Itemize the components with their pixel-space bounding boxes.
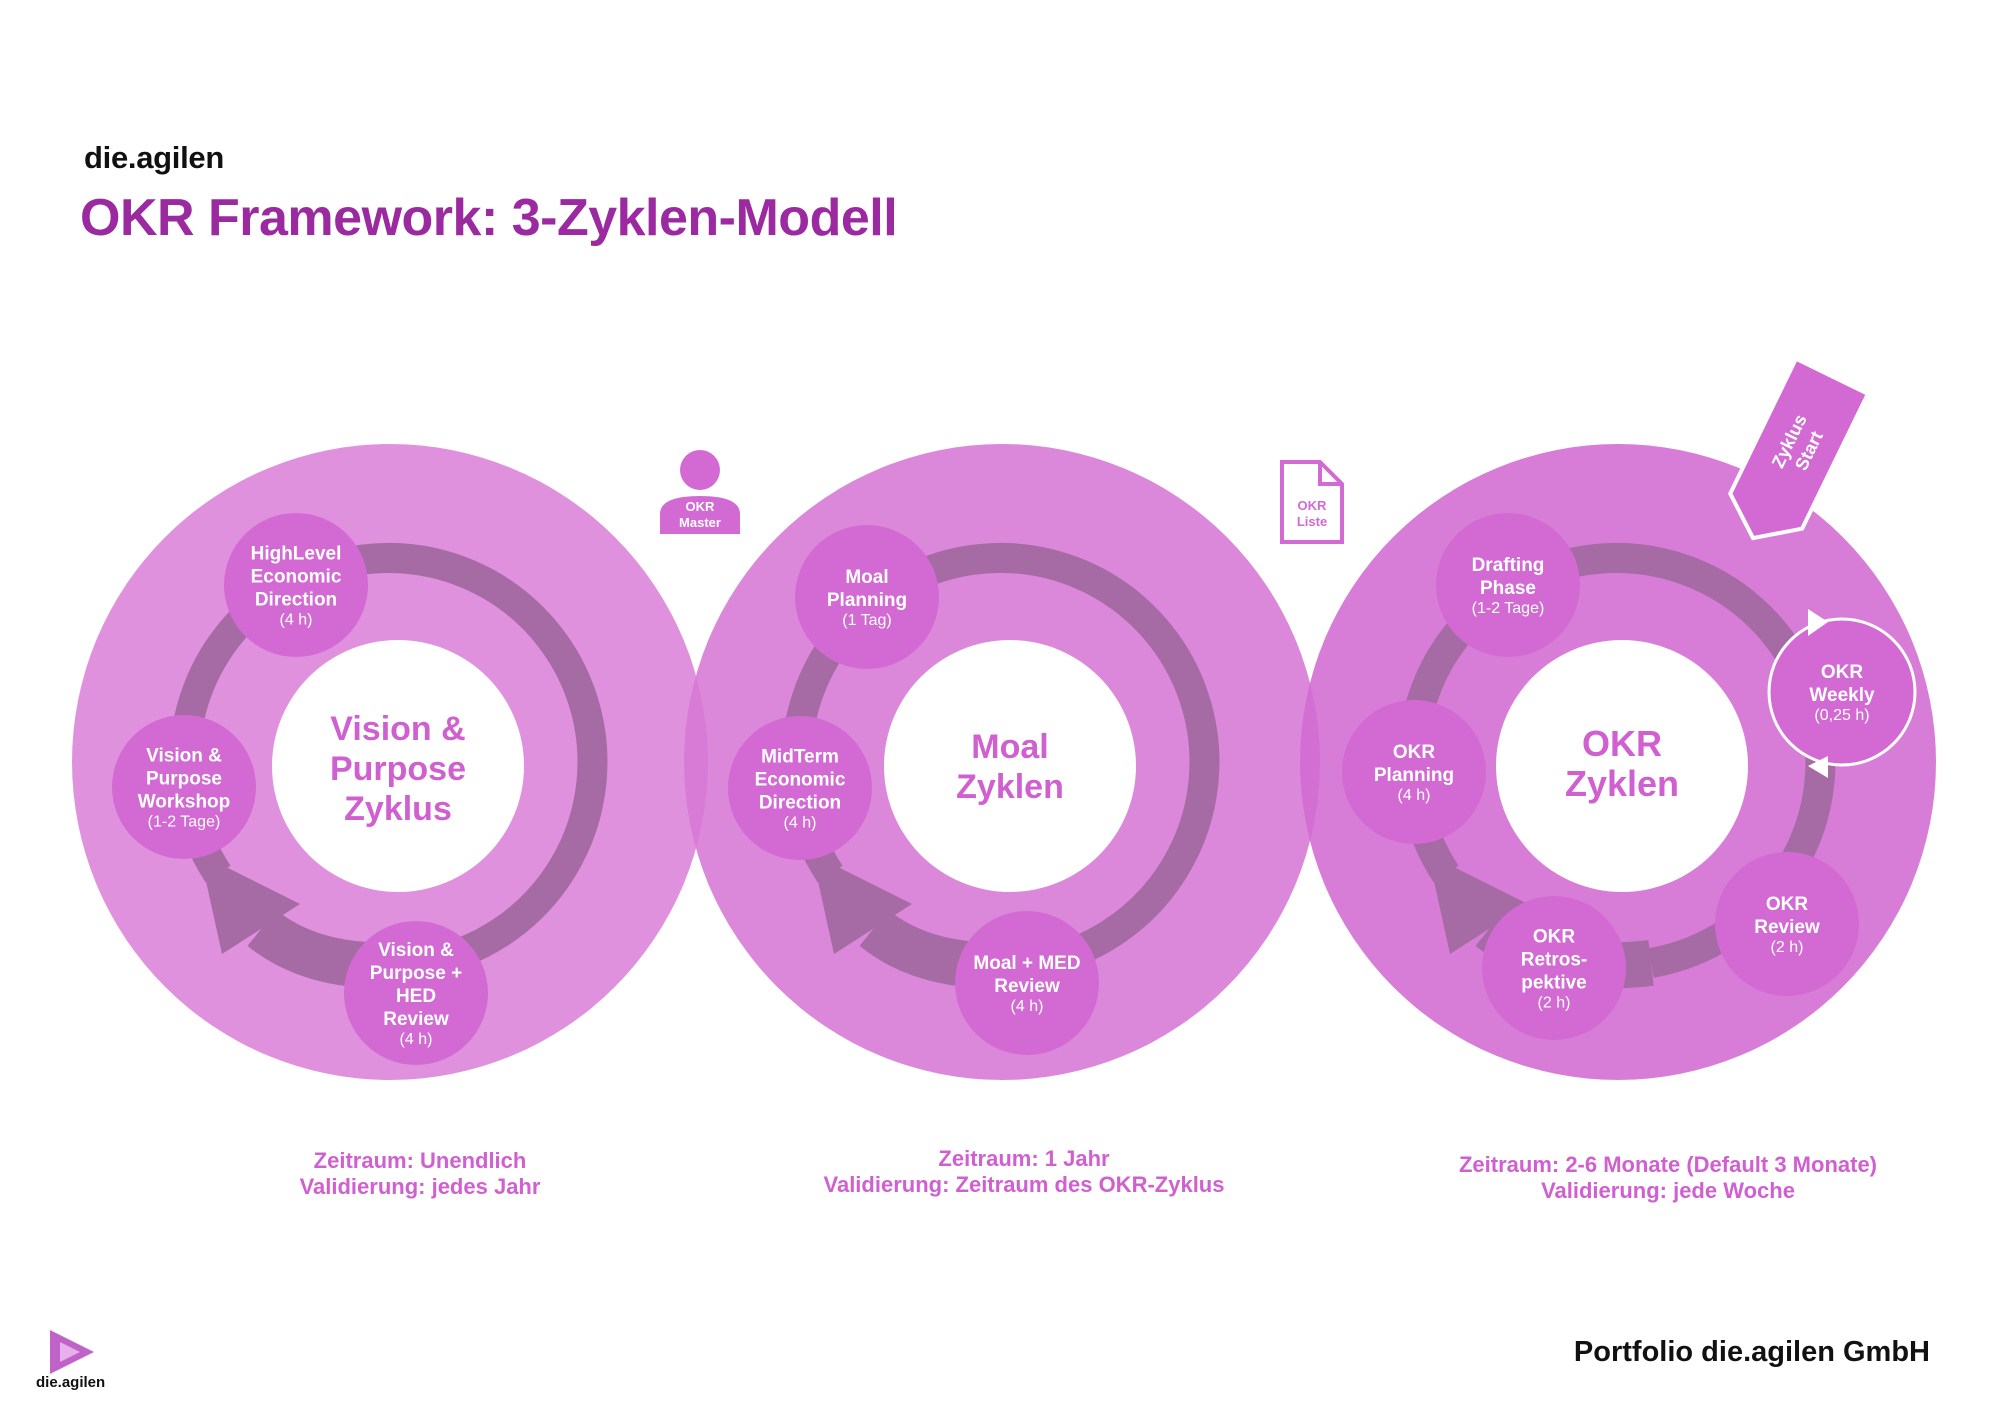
node-label-line: Drafting bbox=[1472, 555, 1545, 576]
node-label-line: MidTerm bbox=[761, 747, 839, 768]
okr-master-label-2: Master bbox=[679, 515, 721, 530]
node-duration: (4 h) bbox=[1398, 787, 1431, 804]
cycle-3-center-line-1: OKR bbox=[1582, 723, 1662, 764]
node-bubble bbox=[344, 921, 488, 1065]
zyklus-start-badge: Zyklus Start bbox=[1728, 356, 1871, 541]
node-bubble bbox=[1342, 700, 1486, 844]
node-label-line: Purpose + bbox=[370, 963, 462, 984]
node-duration: (1-2 Tage) bbox=[148, 814, 221, 831]
node-duration: (2 h) bbox=[1771, 939, 1804, 956]
node-label-line: Review bbox=[994, 976, 1060, 997]
node-label-line: Retros- bbox=[1521, 950, 1588, 971]
cycle-2-center bbox=[884, 640, 1136, 892]
node-bubble bbox=[1436, 513, 1580, 657]
cycle-1-center-line-1: Vision & bbox=[330, 710, 465, 748]
node-label-line: Moal bbox=[845, 567, 888, 588]
node-duration: (4 h) bbox=[400, 1031, 433, 1048]
node-label-line: Moal + MED bbox=[973, 953, 1080, 974]
cycle-1-center-line-3: Zyklus bbox=[344, 790, 452, 828]
cycle-3-caption-line-2: Validierung: jede Woche bbox=[1541, 1178, 1795, 1203]
node-label-line: Economic bbox=[755, 770, 846, 791]
node-bubble bbox=[955, 911, 1099, 1055]
okr-liste-label-1: OKR bbox=[1298, 498, 1328, 513]
node-duration: (4 h) bbox=[784, 815, 817, 832]
okr-master-icon: OKR Master bbox=[660, 450, 740, 534]
node-label-line: OKR bbox=[1393, 742, 1436, 763]
node-bubble bbox=[1767, 617, 1917, 767]
node-label-line: Review bbox=[1754, 917, 1820, 938]
cycle-3-ring-arrow bbox=[1428, 854, 1528, 954]
node-label-line: OKR bbox=[1821, 662, 1864, 683]
cycle-2-center-line-1: Moal bbox=[971, 728, 1048, 766]
node-label-line: OKR bbox=[1533, 927, 1576, 948]
node-label-line: Phase bbox=[1480, 578, 1536, 599]
node-duration: (4 h) bbox=[280, 612, 313, 629]
node-label-line: pektive bbox=[1521, 973, 1586, 994]
node-label-line: OKR bbox=[1766, 894, 1809, 915]
cycle-2-ring-arrow bbox=[812, 854, 912, 954]
cycle-1-center bbox=[272, 640, 524, 892]
cycle-3-center-line-2: Zyklen bbox=[1565, 763, 1679, 804]
page-title: OKR Framework: 3-Zyklen-Modell bbox=[80, 189, 898, 247]
node-bubble bbox=[1715, 852, 1859, 996]
node-duration: (4 h) bbox=[1011, 998, 1044, 1015]
node-label-line: Workshop bbox=[138, 792, 231, 813]
cycle-2-caption-line-1: Zeitraum: 1 Jahr bbox=[938, 1146, 1110, 1171]
node-duration: (1 Tag) bbox=[842, 612, 892, 629]
node-label-line: Direction bbox=[759, 793, 841, 814]
node-label-line: HED bbox=[396, 986, 436, 1007]
cycle-1-ring-arrow bbox=[200, 854, 300, 954]
node-duration: (2 h) bbox=[1538, 995, 1571, 1012]
die-agilen-logo-icon bbox=[50, 1330, 94, 1374]
cycle-1-center-line-2: Purpose bbox=[330, 750, 466, 788]
node-label-line: Vision & bbox=[378, 940, 454, 961]
cycle-1-ring-track bbox=[169, 542, 608, 978]
weekly-loop-arrows bbox=[1808, 609, 1828, 778]
logo-wordmark: die.agilen bbox=[36, 1374, 106, 1391]
node-label-line: Review bbox=[383, 1009, 449, 1030]
cycle-1-caption-line-1: Zeitraum: Unendlich bbox=[314, 1148, 527, 1173]
node-bubble bbox=[112, 715, 256, 859]
footer-portfolio: Portfolio die.agilen GmbH bbox=[1573, 1336, 1930, 1368]
node-label-line: Vision & bbox=[146, 746, 222, 767]
node-label-line: Planning bbox=[1374, 765, 1454, 786]
node-duration: (1-2 Tage) bbox=[1472, 600, 1545, 617]
okr-master-label-1: OKR bbox=[686, 499, 716, 514]
okr-liste-document-icon: OKR Liste bbox=[1280, 460, 1344, 544]
node-label-line: Planning bbox=[827, 590, 907, 611]
node-bubble bbox=[795, 525, 939, 669]
node-duration: (0,25 h) bbox=[1814, 707, 1869, 724]
node-label-line: Weekly bbox=[1809, 685, 1875, 706]
cycle-3-center bbox=[1496, 640, 1748, 892]
node-label-line: HighLevel bbox=[251, 544, 342, 565]
cycle-2-center-line-2: Zyklen bbox=[956, 768, 1064, 806]
node-bubble bbox=[728, 716, 872, 860]
cycle-1-caption-line-2: Validierung: jedes Jahr bbox=[300, 1174, 541, 1199]
node-label-line: Economic bbox=[251, 567, 342, 588]
node-bubble bbox=[224, 513, 368, 657]
cycle-2-caption-line-2: Validierung: Zeitraum des OKR-Zyklus bbox=[824, 1172, 1225, 1197]
node-label-line: Purpose bbox=[146, 769, 222, 790]
node-bubble bbox=[1482, 896, 1626, 1040]
okr-liste-label-2: Liste bbox=[1297, 514, 1327, 529]
node-label-line: Direction bbox=[255, 590, 337, 611]
brand-wordmark: die.agilen bbox=[84, 140, 224, 175]
cycle-3-caption-line-1: Zeitraum: 2-6 Monate (Default 3 Monate) bbox=[1459, 1152, 1877, 1177]
cycle-2-ring-track bbox=[781, 542, 1220, 978]
